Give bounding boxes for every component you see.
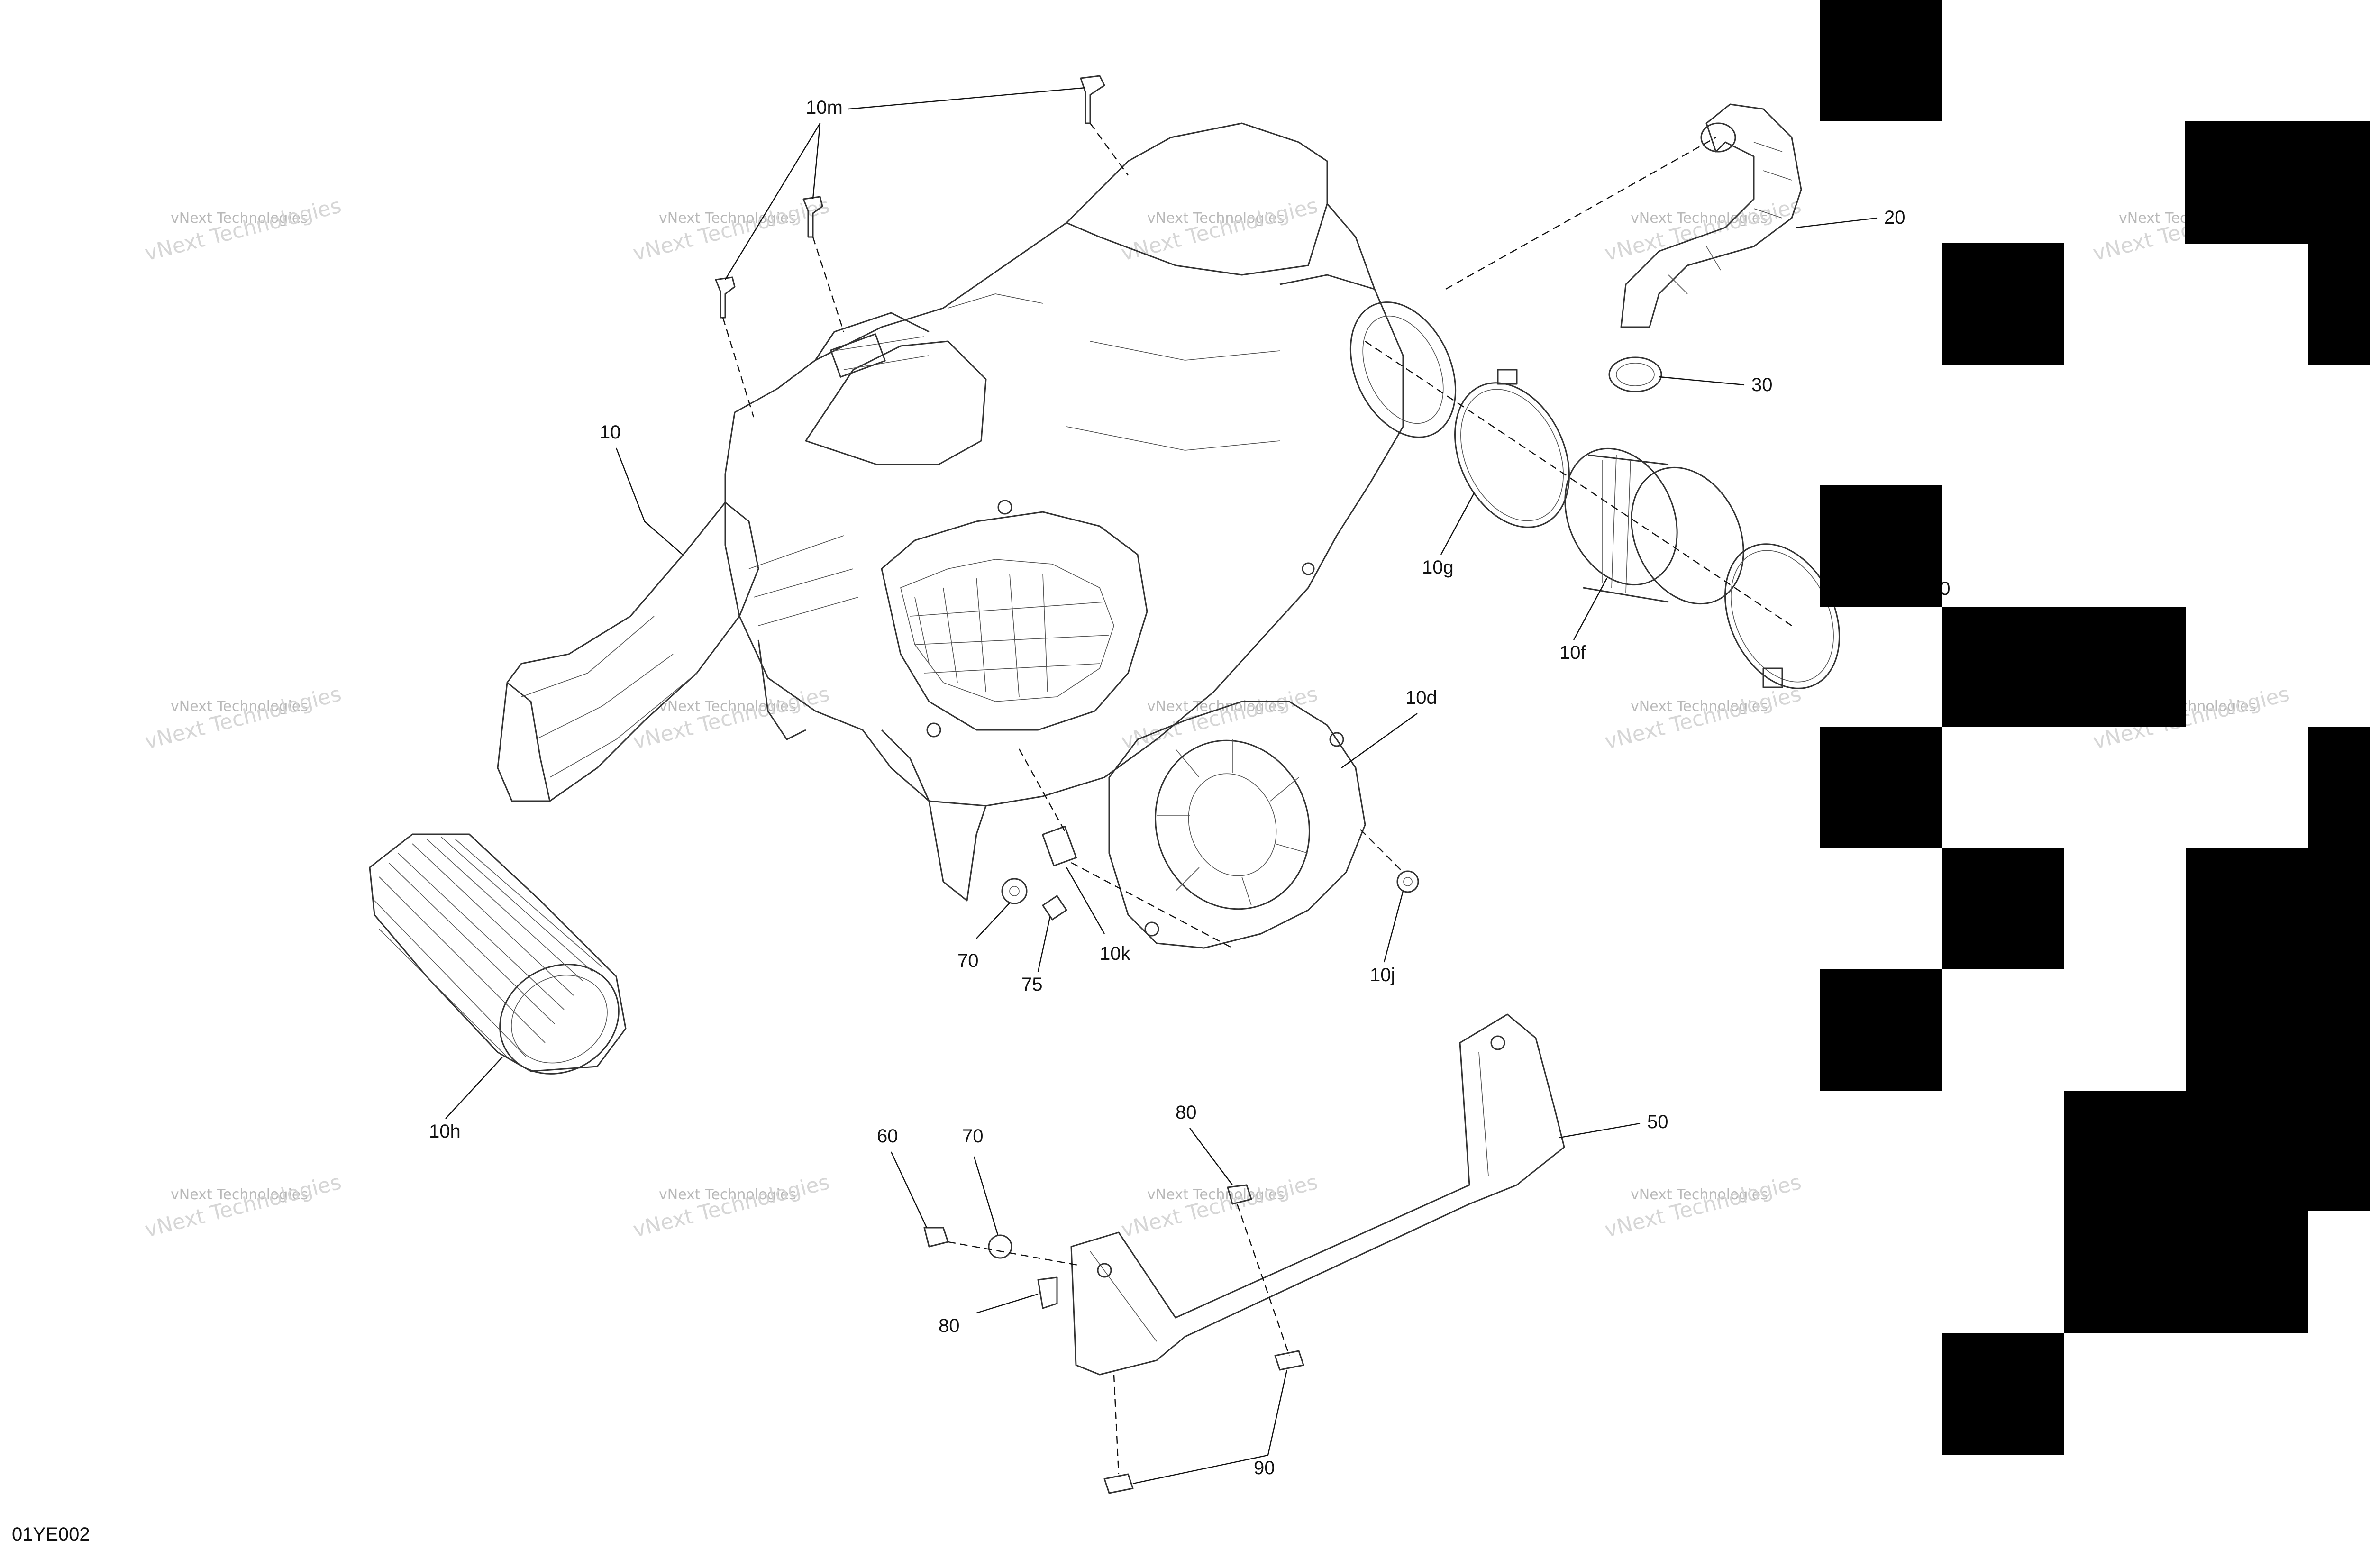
assembly-lines: [722, 123, 1792, 1475]
clamp-10g: [1454, 369, 1570, 528]
watermark: vNext Technologies vNext Technologies: [1119, 1170, 1320, 1242]
screw-10m-a: [1080, 75, 1105, 124]
callout-10: 10: [600, 422, 621, 443]
callout-70-bracket: 70: [962, 1126, 984, 1147]
callout-70: 70: [957, 950, 979, 971]
fasteners: [715, 75, 1419, 921]
svg-text:vNext Technologies: vNext Technologies: [630, 682, 832, 754]
svg-text:vNext Technologies: vNext Technologies: [142, 193, 344, 265]
svg-text:vNext Technologies: vNext Technologies: [1631, 1186, 1768, 1203]
diagram-id: 01YE002: [12, 1524, 90, 1545]
callout-labels: 10m 20 30 10 10g 10f 40 10d 70 75 10k 10…: [429, 97, 1951, 1478]
watermark: vNext Technologies vNext Technologies: [630, 682, 832, 754]
washer-70b: [988, 1234, 1012, 1259]
bolt-80a: [1037, 1276, 1058, 1309]
callout-10f: 10f: [1559, 642, 1586, 663]
screw-10m-c: [715, 276, 736, 319]
leader-lines: [445, 87, 1878, 1485]
svg-text:vNext Technologies: vNext Technologies: [1631, 698, 1768, 715]
callout-10k: 10k: [1100, 943, 1130, 964]
callout-80-left: 80: [939, 1315, 960, 1336]
svg-text:vNext Technologies: vNext Technologies: [659, 698, 796, 715]
callout-75: 75: [1021, 974, 1043, 995]
air-filter: [369, 833, 627, 1075]
callout-10d: 10d: [1405, 687, 1437, 708]
bracket-50: [1070, 1013, 1565, 1376]
svg-text:vNext Technologies: vNext Technologies: [1147, 210, 1285, 227]
callout-90: 90: [1254, 1458, 1275, 1478]
nut-10k: [1042, 826, 1077, 866]
svg-text:vNext Technologies: vNext Technologies: [1119, 1170, 1320, 1242]
svg-text:vNext Technologies: vNext Technologies: [630, 193, 832, 265]
clip-90b: [1103, 1473, 1134, 1494]
callout-20: 20: [1884, 207, 1905, 228]
coupler-10f: [1564, 447, 1744, 605]
hose: [1620, 103, 1802, 328]
clip-90a: [1274, 1350, 1304, 1371]
hose-clamp-30: [1608, 356, 1662, 392]
svg-text:vNext Technologies: vNext Technologies: [171, 210, 308, 227]
bolt-80b: [1227, 1184, 1252, 1205]
watermark: vNext Technologies vNext Technologies: [1602, 193, 1804, 265]
screw-75: [1042, 895, 1067, 921]
cover-10d: [1108, 701, 1366, 949]
nut-10j: [1396, 870, 1419, 893]
svg-text:vNext Technologies: vNext Technologies: [1602, 682, 1804, 754]
svg-text:vNext Technologies: vNext Technologies: [1602, 1170, 1804, 1242]
svg-text:vNext Technologies: vNext Technologies: [171, 1186, 308, 1203]
callout-10g: 10g: [1422, 557, 1454, 578]
svg-text:vNext Technologies: vNext Technologies: [659, 210, 796, 227]
callout-30: 30: [1751, 374, 1773, 395]
callout-50: 50: [1647, 1112, 1668, 1132]
redaction-blocks: [1820, 0, 2370, 1455]
svg-text:vNext Technologies: vNext Technologies: [630, 1170, 832, 1242]
callout-10j: 10j: [1370, 965, 1395, 985]
watermark: vNext Technologies vNext Technologies: [1119, 682, 1320, 754]
svg-text:vNext Technologies: vNext Technologies: [1119, 682, 1320, 754]
bolt-60: [923, 1227, 949, 1248]
watermark: vNext Technologies vNext Technologies: [630, 1170, 832, 1242]
airbox-housing: [724, 122, 1457, 902]
watermark: vNext Technologies vNext Technologies: [142, 193, 344, 265]
svg-text:vNext Technologies: vNext Technologies: [659, 1186, 796, 1203]
svg-text:vNext Technologies: vNext Technologies: [1147, 1186, 1285, 1203]
washer-70: [1001, 878, 1028, 904]
callout-60: 60: [877, 1126, 898, 1147]
svg-text:vNext Technologies: vNext Technologies: [171, 698, 308, 715]
callout-80-top: 80: [1176, 1102, 1197, 1123]
screw-10m-b: [802, 196, 823, 238]
watermark: vNext Technologies vNext Technologies: [142, 682, 344, 754]
svg-text:vNext Technologies: vNext Technologies: [1602, 193, 1804, 265]
intake-duct: [497, 501, 759, 802]
svg-text:vNext Technologies: vNext Technologies: [1631, 210, 1768, 227]
callout-10m: 10m: [806, 97, 843, 118]
watermark: vNext Technologies vNext Technologies: [1602, 1170, 1804, 1242]
callout-10h: 10h: [429, 1121, 461, 1142]
svg-text:vNext Technologies: vNext Technologies: [142, 1170, 344, 1242]
svg-text:vNext Technologies: vNext Technologies: [142, 682, 344, 754]
watermark: vNext Technologies vNext Technologies: [630, 193, 832, 265]
watermark: vNext Technologies vNext Technologies: [1602, 682, 1804, 754]
watermark: vNext Technologies vNext Technologies: [142, 1170, 344, 1242]
